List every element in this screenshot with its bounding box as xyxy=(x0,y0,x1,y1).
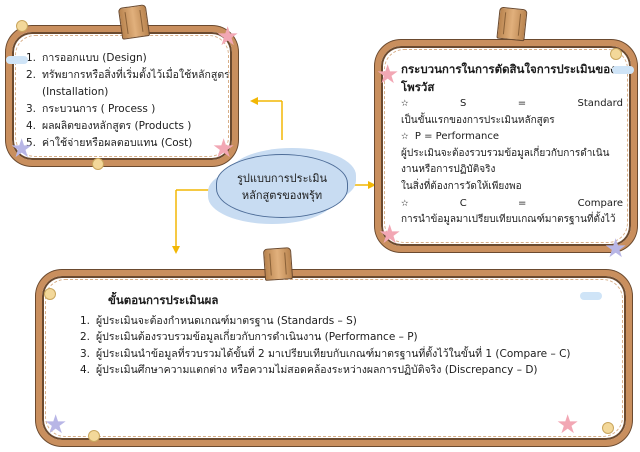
bead-icon xyxy=(610,48,622,60)
compare-description: การนำข้อมูลมาเปรียบเทียบเกณฑ์มาตรฐานที่ต… xyxy=(401,214,616,226)
compare-word: Compare xyxy=(577,197,623,209)
standard-description: เป็นขั้นแรกของการประเมินหลักสูตร xyxy=(401,114,555,126)
star-icon: ★ xyxy=(556,410,580,440)
item-text: ทรัพยากรหรือสิ่งที่เริ่มตั้งไว้เมื่อใช้ห… xyxy=(42,69,230,98)
list-item: 5. ค่าใช้จ่ายหรือผลตอบแทน (Cost) xyxy=(26,135,236,152)
star-icon: ★ xyxy=(604,234,628,264)
item-text: ผลผลิตของหลักสูตร (Products ) xyxy=(42,120,192,132)
bead-icon xyxy=(92,158,104,170)
star-icon: ★ xyxy=(212,134,236,164)
list-item: 3. ผู้ประเมินนำข้อมูลที่รวบรวมได้ขั้นที่ … xyxy=(80,346,600,363)
standard-letter: S xyxy=(459,98,467,109)
evaluation-steps-frame: ขั้นตอนการประเมินผล 1. ผู้ประเมินจะต้องกำ… xyxy=(36,270,632,446)
item-text: ผู้ประเมินนำข้อมูลที่รวบรวมได้ขั้นที่ 2 … xyxy=(96,347,571,360)
provus-process-title: กระบวนการในการตัดสินใจการประเมินของโพรวั… xyxy=(401,62,616,94)
design-components-frame: 1. การออกแบบ (Design) 2. ทรัพยากรหรือสิ่งท… xyxy=(6,26,238,166)
provus-process-content: กระบวนการในการตัดสินใจการประเมินของโพรวั… xyxy=(401,60,623,244)
arrow-to-bottom-head xyxy=(172,246,180,254)
list-item: 1. การออกแบบ (Design) xyxy=(26,50,236,67)
arrow-to-right-head xyxy=(368,181,376,189)
evaluation-steps-content: ขั้นตอนการประเมินผล 1. ผู้ประเมินจะต้องกำ… xyxy=(80,292,600,442)
item-text: ผู้ประเมินต้องรวบรวมข้อมูลเกี่ยวกับการดำ… xyxy=(96,331,418,343)
star-icon: ★ xyxy=(10,134,34,164)
list-item: 1. ผู้ประเมินจะต้องกำหนดเกณฑ์มาตรฐาน (Sta… xyxy=(80,313,600,330)
item-number: 3. xyxy=(80,347,91,360)
performance-line: P = Performance xyxy=(414,131,500,143)
cloud-icon xyxy=(6,56,28,64)
compare-row: ✫ C = Compare xyxy=(401,196,623,213)
center-cloud-text: รูปแบบการประเมินหลักสูตรของพรุ้ท xyxy=(236,172,328,202)
star-icon: ★ xyxy=(376,60,400,90)
star-icon: ★ xyxy=(216,22,240,52)
star-icon: ★ xyxy=(378,220,402,250)
equals-sign: = xyxy=(518,197,527,209)
item-number: 1. xyxy=(26,52,37,64)
item-text: การออกแบบ (Design) xyxy=(42,52,147,64)
list-item: 2. ผู้ประเมินต้องรวบรวมข้อมูลเกี่ยวกับการ… xyxy=(80,329,600,346)
bead-icon xyxy=(44,288,56,300)
bead-icon xyxy=(88,430,100,442)
item-number: 1. xyxy=(80,314,91,327)
wooden-peg-icon xyxy=(496,6,528,42)
standard-word: Standard xyxy=(577,98,623,109)
item-number: 3. xyxy=(26,103,37,115)
compare-letter: C xyxy=(459,197,467,209)
item-number: 2. xyxy=(26,69,37,81)
equals-sign: = xyxy=(517,98,527,109)
performance-description: ผู้ประเมินจะต้องรวบรวมข้อมูลเกี่ยวกับการ… xyxy=(401,147,610,176)
bead-icon xyxy=(16,20,28,32)
evaluation-steps-title: ขั้นตอนการประเมินผล xyxy=(108,293,219,307)
star-bullet-icon: ✫ xyxy=(401,99,409,109)
item-text: ค่าใช้จ่ายหรือผลตอบแทน (Cost) xyxy=(42,137,193,149)
cloud-icon xyxy=(580,292,602,300)
star-bullet-icon: ✫ xyxy=(401,132,409,143)
cloud-icon xyxy=(612,66,634,74)
item-text: กระบวนการ ( Process ) xyxy=(42,103,156,115)
star-bullet-icon: ✫ xyxy=(401,198,409,209)
item-number: 2. xyxy=(80,331,91,343)
item-number: 5. xyxy=(26,137,37,149)
arrow-to-top-left-head xyxy=(250,97,258,105)
item-number: 4. xyxy=(80,364,91,376)
bead-icon xyxy=(602,422,614,434)
wooden-peg-icon xyxy=(117,4,151,40)
item-number: 4. xyxy=(26,120,37,132)
wooden-peg-icon xyxy=(262,247,294,281)
performance-row: ✫ P = Performance xyxy=(401,129,623,146)
list-item: 4. ผลผลิตของหลักสูตร (Products ) xyxy=(26,118,236,135)
item-text: ผู้ประเมินศึกษาความแตกต่าง หรือความไม่สอ… xyxy=(96,364,538,376)
performance-description-2: ในสิ่งที่ต้องการวัดให้เพียงพอ xyxy=(401,180,522,192)
provus-process-frame: กระบวนการในการตัดสินใจการประเมินของโพรวั… xyxy=(375,40,637,252)
standard-row: ✫ S = Standard xyxy=(401,96,623,113)
star-icon: ★ xyxy=(44,410,68,440)
design-components-list: 1. การออกแบบ (Design) 2. ทรัพยากรหรือสิ่งท… xyxy=(26,50,236,154)
list-item: 3. กระบวนการ ( Process ) xyxy=(26,101,236,118)
list-item: 4. ผู้ประเมินศึกษาความแตกต่าง หรือความไม่… xyxy=(80,362,600,379)
center-cloud xyxy=(216,154,348,218)
list-item: 2. ทรัพยากรหรือสิ่งที่เริ่มตั้งไว้เมื่อใช… xyxy=(26,67,236,101)
item-text: ผู้ประเมินจะต้องกำหนดเกณฑ์มาตรฐาน (Stand… xyxy=(96,314,357,327)
